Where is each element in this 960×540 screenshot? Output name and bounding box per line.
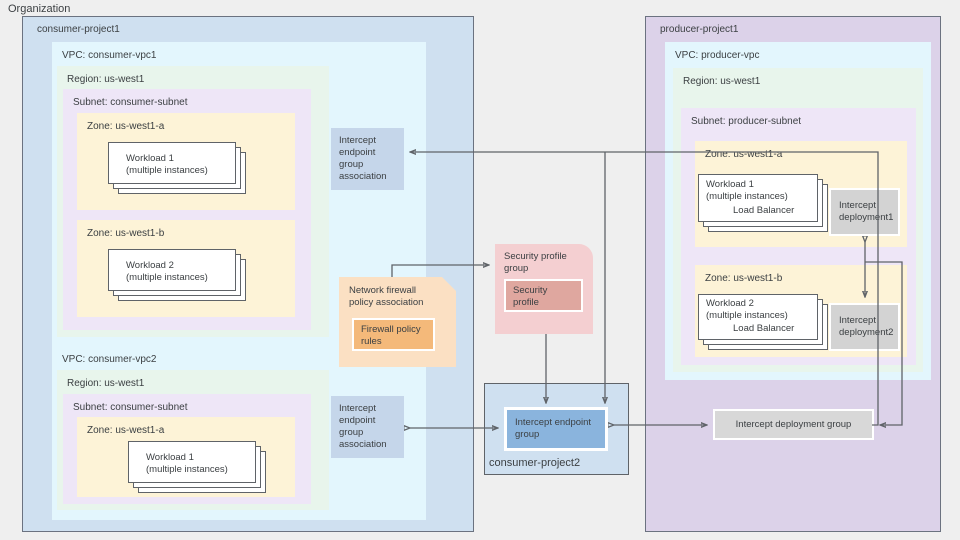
intercept-endpoint-group[interactable]: Intercept endpoint group (504, 407, 608, 451)
workload-card-front (108, 142, 236, 184)
intercept-deployment1-label: Intercept deployment1 (839, 200, 894, 223)
security-profile-label: Security profile (513, 285, 548, 308)
consumer-vpc1-region-title: Region: us-west1 (67, 74, 145, 85)
producer-workload1-stack: Workload 1 (multiple instances) Load Bal… (698, 174, 838, 234)
producer-vpc-title: VPC: producer-vpc (675, 50, 760, 61)
firewall-policy-rules-label: Firewall policy rules (361, 324, 421, 347)
consumer-vpc1-workload2-stack: Workload 2 (multiple instances) (108, 249, 256, 309)
producer-workload2-stack: Workload 2 (multiple instances) Load Bal… (698, 294, 838, 352)
workload-card-front (128, 441, 256, 483)
workload-card-front (108, 249, 236, 291)
consumer-vpc2-workload1-stack: Workload 1 (multiple instances) (128, 441, 276, 499)
consumer-vpc1-workload1-label: Workload 1 (multiple instances) (126, 153, 208, 176)
consumer-vpc2-workload1-label: Workload 1 (multiple instances) (146, 452, 228, 475)
intercept-deployment2[interactable]: Intercept deployment2 (829, 303, 900, 351)
consumer-vpc1-workload1-stack: Workload 1 (multiple instances) (108, 142, 256, 202)
ieg-association-1-label: Intercept endpoint group association (339, 135, 387, 182)
producer-project1-title: producer-project1 (660, 24, 739, 35)
consumer-project1-title: consumer-project1 (37, 24, 120, 35)
consumer-vpc1-title: VPC: consumer-vpc1 (62, 50, 157, 61)
consumer-vpc2-zone-a-title: Zone: us-west1-a (87, 425, 165, 436)
intercept-deployment1[interactable]: Intercept deployment1 (829, 188, 900, 236)
consumer-vpc2-subnet-title: Subnet: consumer-subnet (73, 402, 188, 413)
intercept-endpoint-group-association-1[interactable]: Intercept endpoint group association (331, 128, 404, 190)
producer-subnet-title: Subnet: producer-subnet (691, 116, 802, 127)
intercept-endpoint-group-label: Intercept endpoint group (515, 417, 592, 440)
producer-zone-b-title: Zone: us-west1-b (705, 273, 783, 284)
consumer-vpc1-workload2-label: Workload 2 (multiple instances) (126, 260, 208, 283)
producer-workload1-label: Workload 1 (multiple instances) (706, 179, 788, 202)
producer-zone-a-title: Zone: us-west1-a (705, 149, 783, 160)
consumer-vpc1-zone-b-title: Zone: us-west1-b (87, 228, 165, 239)
consumer-vpc1-subnet-title: Subnet: consumer-subnet (73, 97, 188, 108)
producer-workload2-label: Workload 2 (multiple instances) (706, 298, 788, 321)
network-firewall-policy-association-label: Network firewall policy association (349, 285, 424, 308)
intercept-endpoint-group-association-2[interactable]: Intercept endpoint group association (331, 396, 404, 458)
consumer-vpc2-region-title: Region: us-west1 (67, 378, 145, 389)
producer-workload2-load-balancer-label: Load Balancer (733, 323, 795, 334)
producer-workload1-load-balancer-label: Load Balancer (733, 205, 795, 216)
organization-label: Organization (8, 3, 71, 15)
consumer-vpc2-title: VPC: consumer-vpc2 (62, 354, 157, 365)
intercept-deployment-group[interactable]: Intercept deployment group (713, 409, 874, 440)
intercept-deployment2-label: Intercept deployment2 (839, 315, 894, 338)
intercept-deployment-group-label: Intercept deployment group (735, 418, 852, 430)
ieg-association-2-label: Intercept endpoint group association (339, 403, 387, 450)
consumer-project2-title: consumer-project2 (489, 457, 581, 469)
producer-region-title: Region: us-west1 (683, 76, 761, 87)
security-profile-group-label: Security profile group (504, 251, 567, 274)
consumer-vpc1-zone-a-title: Zone: us-west1-a (87, 121, 165, 132)
